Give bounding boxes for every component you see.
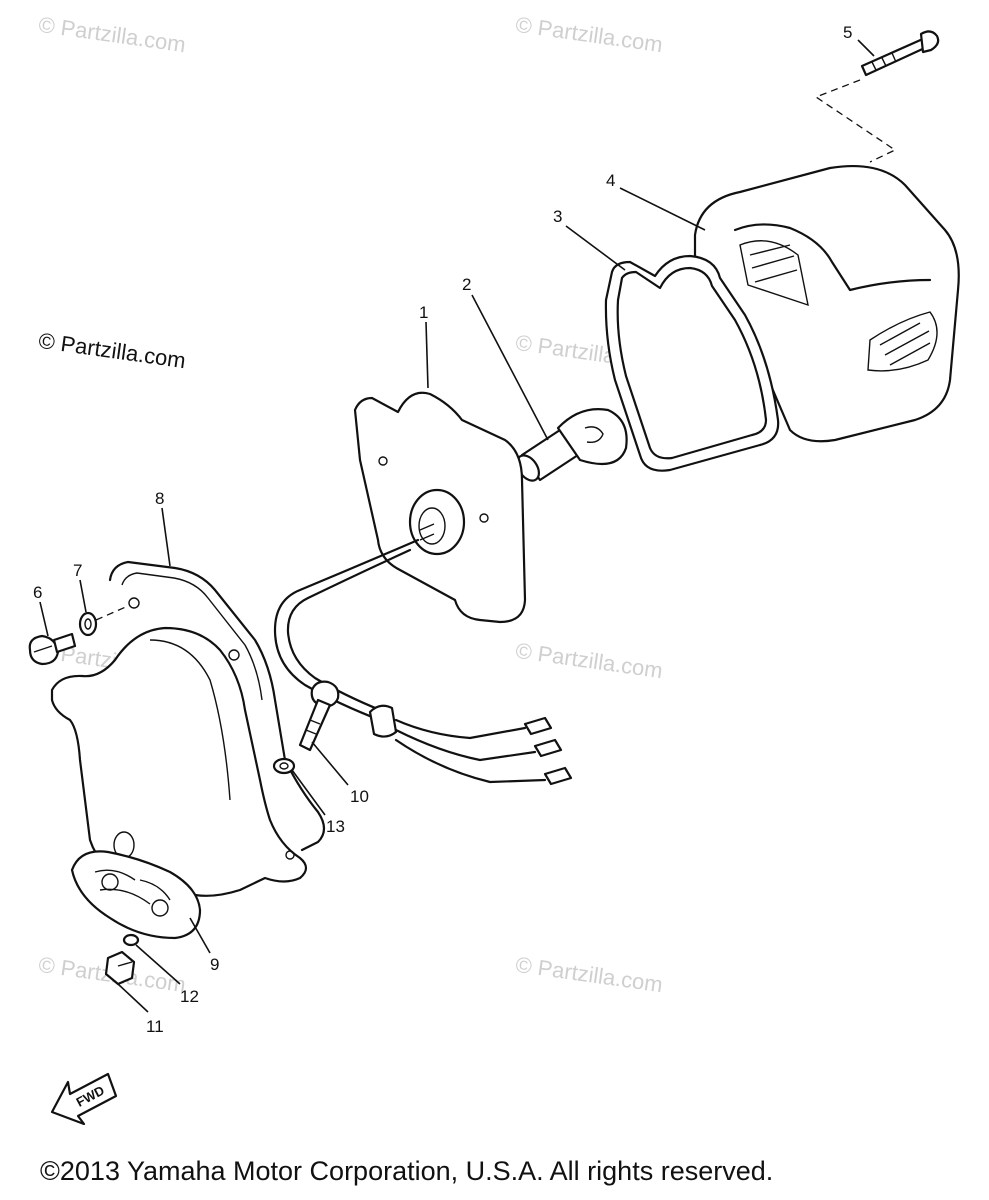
callout-13: 13 bbox=[326, 817, 345, 836]
callout-11: 11 bbox=[146, 1017, 164, 1036]
callout-3: 3 bbox=[553, 207, 562, 226]
part-5-screw bbox=[860, 30, 940, 77]
screw-alignment-line bbox=[814, 79, 897, 163]
screw-6-alignment-line bbox=[95, 605, 129, 621]
part-10-bolt bbox=[298, 680, 340, 752]
part-8-housing-gasket bbox=[108, 560, 326, 852]
part-3-gasket bbox=[604, 254, 780, 472]
callout-5: 5 bbox=[843, 23, 852, 42]
callout-9: 9 bbox=[210, 955, 219, 974]
exploded-view-diagram: 1 2 3 4 5 6 7 8 9 10 11 12 13 FWD bbox=[28, 23, 960, 1126]
part-7-washer bbox=[78, 611, 98, 637]
housing-body bbox=[50, 597, 308, 897]
callout-4: 4 bbox=[606, 171, 615, 190]
callout-12: 12 bbox=[180, 987, 199, 1006]
part-1-base-plate bbox=[353, 391, 527, 624]
callout-8: 8 bbox=[155, 489, 164, 508]
part-12-washer bbox=[122, 933, 140, 947]
copyright-notice: ©2013 Yamaha Motor Corporation, U.S.A. A… bbox=[40, 1156, 774, 1186]
part-6-screw bbox=[28, 632, 77, 666]
callout-7: 7 bbox=[73, 561, 82, 580]
callout-6: 6 bbox=[33, 583, 42, 602]
callout-10: 10 bbox=[350, 787, 369, 806]
part-13-washer bbox=[272, 757, 296, 775]
callout-1: 1 bbox=[419, 303, 428, 322]
part-2-bulb bbox=[515, 408, 628, 482]
callout-numbers: 1 2 3 4 5 6 7 8 9 10 11 12 13 bbox=[33, 23, 852, 1036]
part-11-nut bbox=[104, 950, 136, 986]
fwd-arrow-icon: FWD bbox=[50, 1072, 118, 1126]
leader-lines bbox=[39, 39, 875, 1013]
callout-2: 2 bbox=[462, 275, 471, 294]
part-9-reflector bbox=[70, 850, 202, 940]
